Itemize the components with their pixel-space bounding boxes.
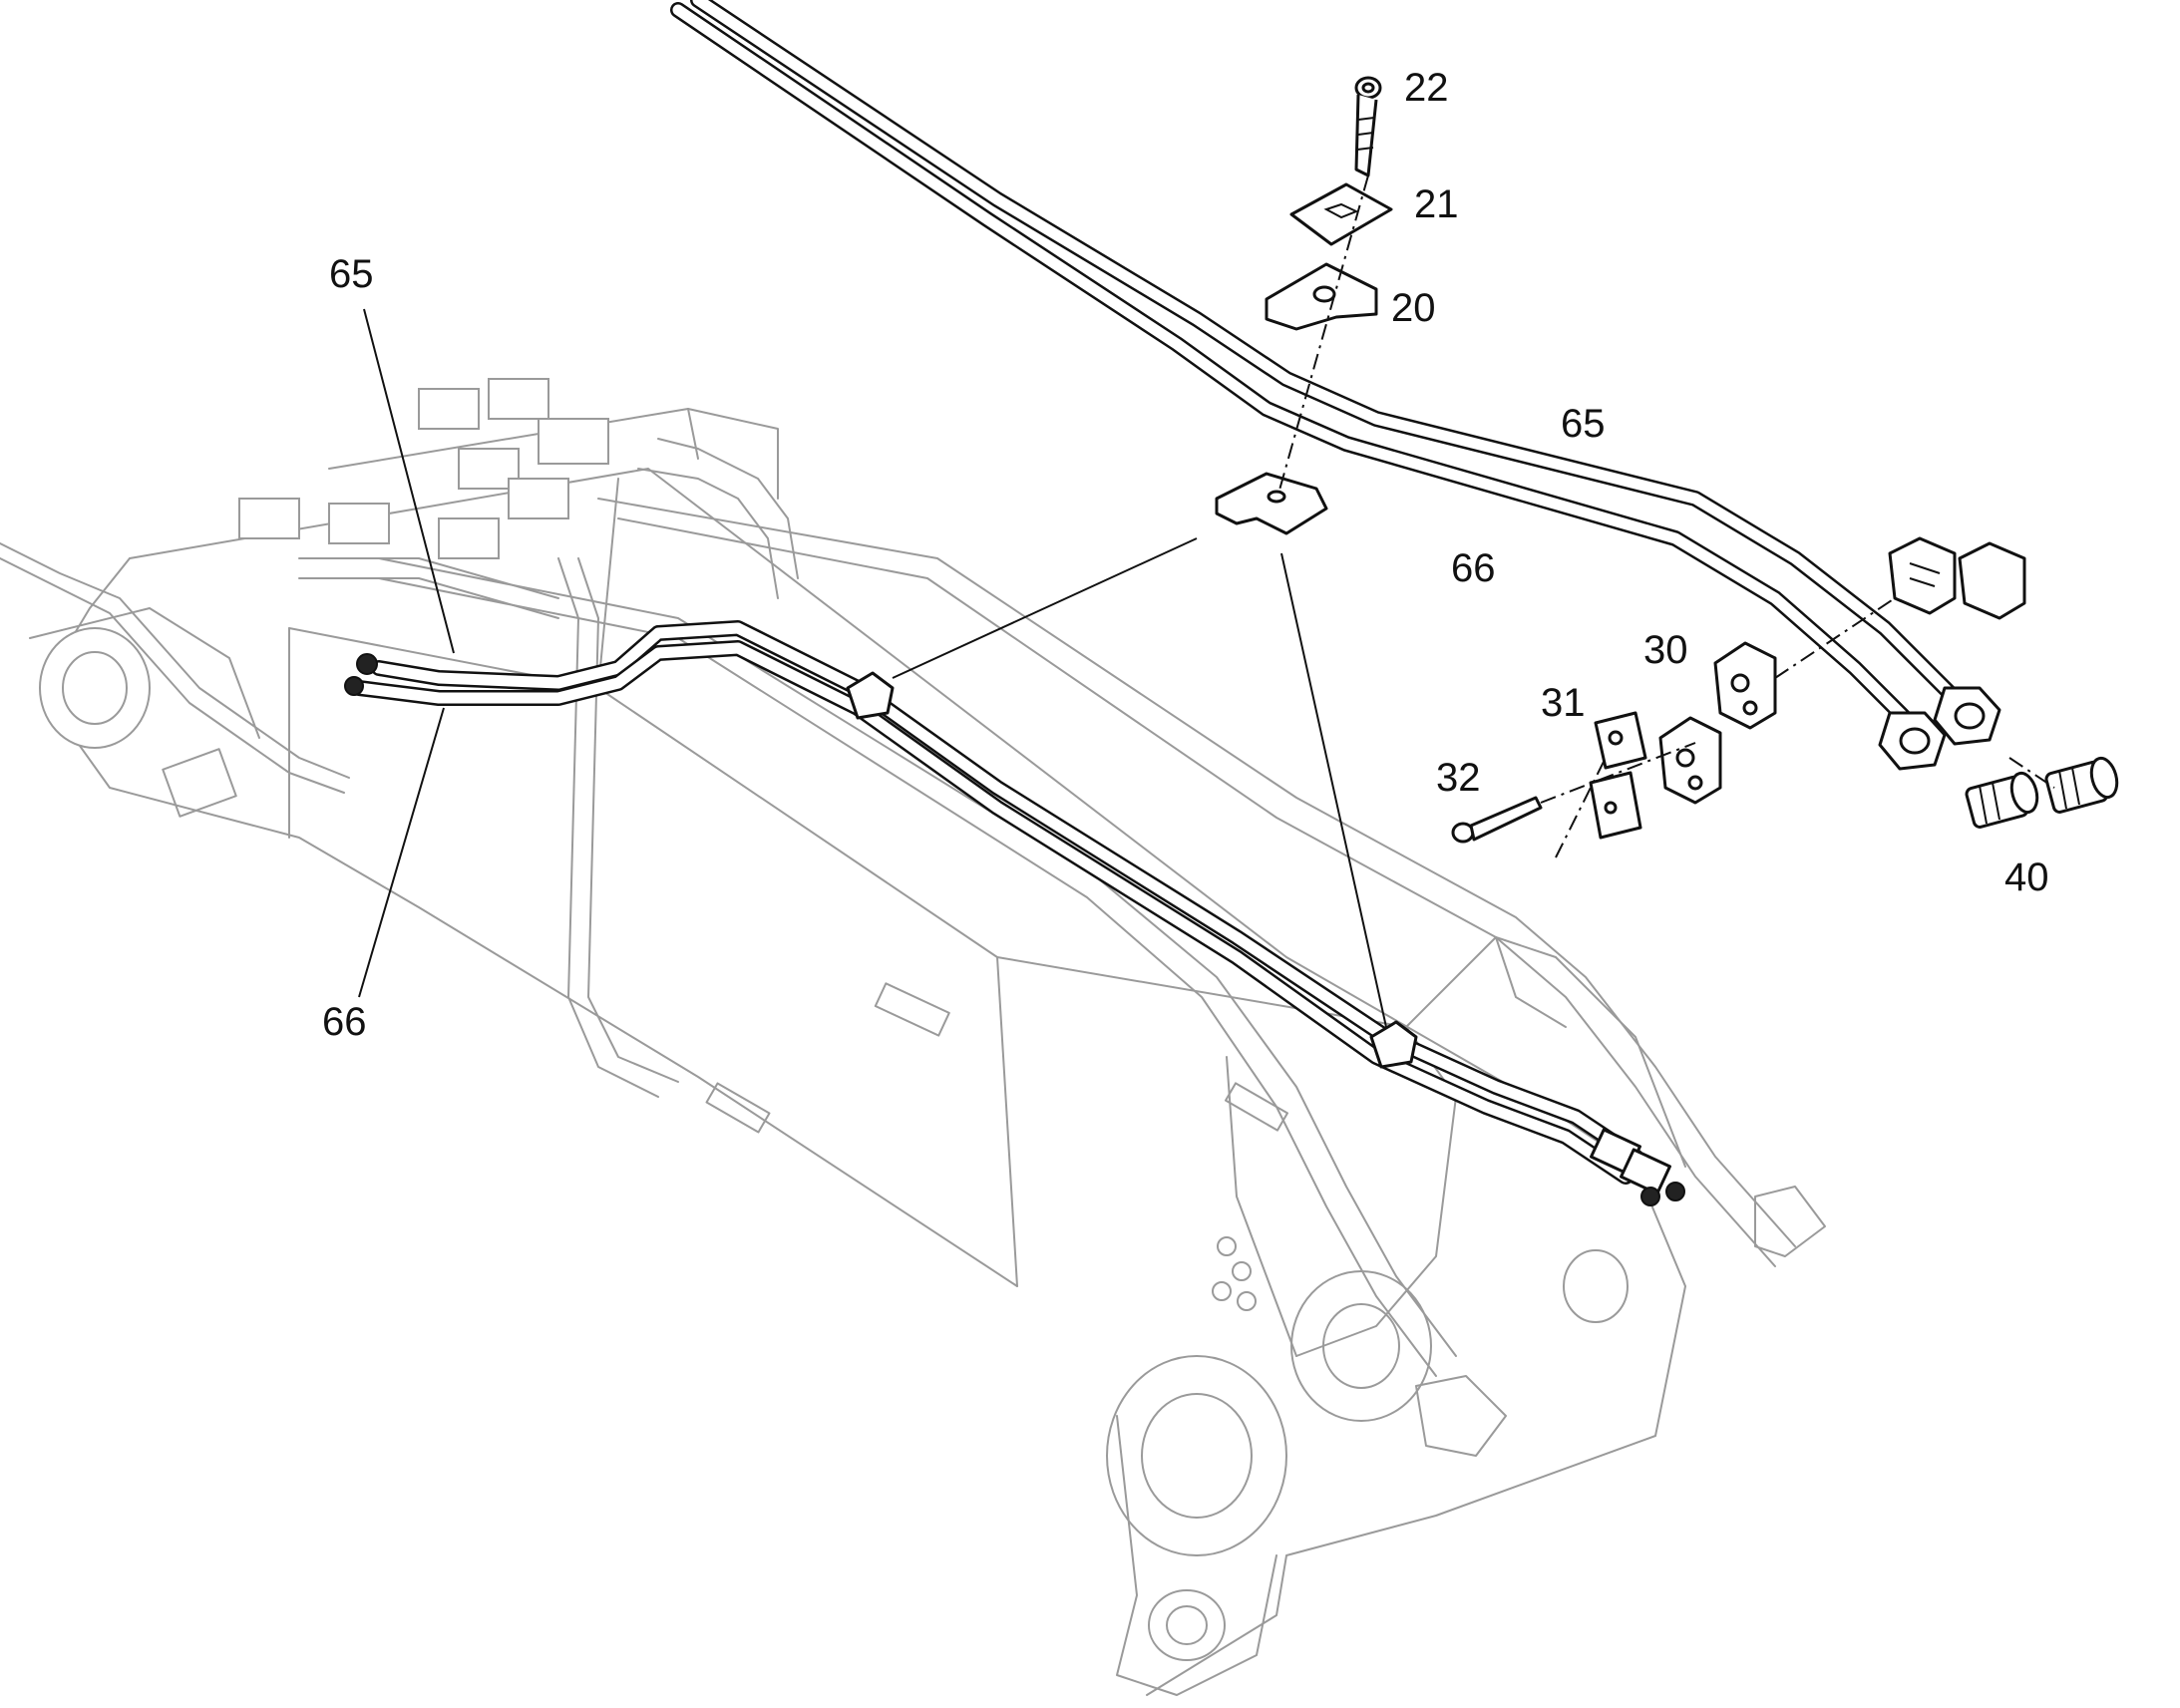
clamp-set-right: [1451, 536, 2026, 858]
exploded-pipes: [670, 0, 2119, 829]
boom-arm-ghost: [0, 378, 1826, 1696]
callout-65-boom: 65: [329, 252, 374, 296]
callout-21: 21: [1414, 182, 1459, 226]
bolt-22: [1354, 76, 1382, 177]
clamp-block-30a: [1888, 536, 1957, 615]
callout-22: 22: [1404, 66, 1449, 110]
clamp-set-top: [892, 76, 1393, 1028]
callout-66-boom: 66: [322, 1000, 367, 1044]
valve-block-ghost: [238, 378, 609, 619]
callout-32: 32: [1436, 756, 1481, 800]
callout-20: 20: [1391, 286, 1436, 330]
callout-leaders: [358, 308, 455, 998]
bolt-cluster-ghost: [1212, 1236, 1257, 1311]
callout-66-exploded: 66: [1451, 546, 1496, 590]
adapter-fitting-40a: [1965, 771, 2039, 829]
washer-21: [1289, 182, 1393, 246]
callout-30: 30: [1643, 628, 1688, 672]
callout-labels: 22 21 20 65 65 66 66 30 31 32 40: [322, 66, 2049, 1044]
callout-40: 40: [2004, 855, 2049, 899]
adapter-fitting-40b: [2044, 756, 2119, 814]
pipe-assembly-on-boom: [344, 620, 1685, 1206]
bolt-32: [1451, 796, 1543, 844]
callout-31: 31: [1541, 681, 1586, 725]
callout-65-exploded: 65: [1561, 402, 1606, 446]
clamp-block-30b: [1958, 541, 2026, 620]
clamp-lower-half: [1215, 472, 1328, 535]
